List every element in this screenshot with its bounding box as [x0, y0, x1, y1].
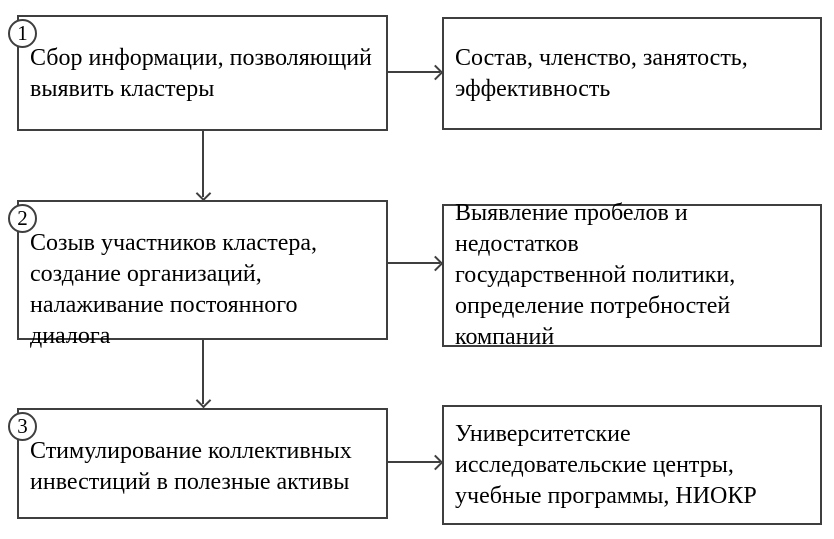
step-1-left-box: 1 Сбор информации, позволяющий выявить к… [8, 15, 388, 131]
step-3-right-box: Университетские исследовательские центры… [442, 405, 822, 525]
arrow-right-step-3 [388, 454, 444, 470]
step-2-number-badge: 2 [8, 204, 37, 233]
step-2-left-text: Созыв участников кластера, создание орга… [30, 230, 318, 349]
arrowhead-down-icon [195, 392, 211, 409]
step-3-left-box: 3 Стимулирование коллективных инвестиций… [8, 408, 388, 519]
step-1-left-text: Сбор информации, позволяющий выявить кла… [30, 45, 372, 102]
arrow-right-step-1 [388, 64, 444, 80]
step-3-number-badge: 3 [8, 412, 37, 441]
step-3-left-text: Стимулирование коллективных инвестиций в… [30, 438, 352, 495]
arrowhead-down-icon [195, 185, 211, 202]
step-1-right-text: Состав, членство, занятость, эффективнос… [455, 44, 748, 102]
step-1-number: 1 [17, 21, 28, 45]
arrow-right-step-2 [388, 255, 444, 271]
step-2-right-text: Выявление пробелов и недостатков государ… [455, 200, 736, 350]
step-3-number: 3 [17, 414, 28, 438]
arrowhead-right-icon [427, 454, 444, 470]
step-2-number: 2 [17, 206, 28, 230]
arrow-down-step-1-to-2 [195, 131, 211, 202]
arrowhead-right-icon [427, 64, 444, 80]
step-1-right-box: Состав, членство, занятость, эффективнос… [442, 17, 822, 130]
step-2-left-box: 2 Созыв участников кластера, создание ор… [8, 200, 388, 349]
arrowhead-right-icon [427, 255, 444, 271]
step-3-right-text: Университетские исследовательские центры… [455, 420, 757, 509]
step-1-number-badge: 1 [8, 19, 37, 48]
step-2-right-box: Выявление пробелов и недостатков государ… [442, 200, 822, 350]
arrow-down-step-2-to-3 [195, 340, 211, 409]
